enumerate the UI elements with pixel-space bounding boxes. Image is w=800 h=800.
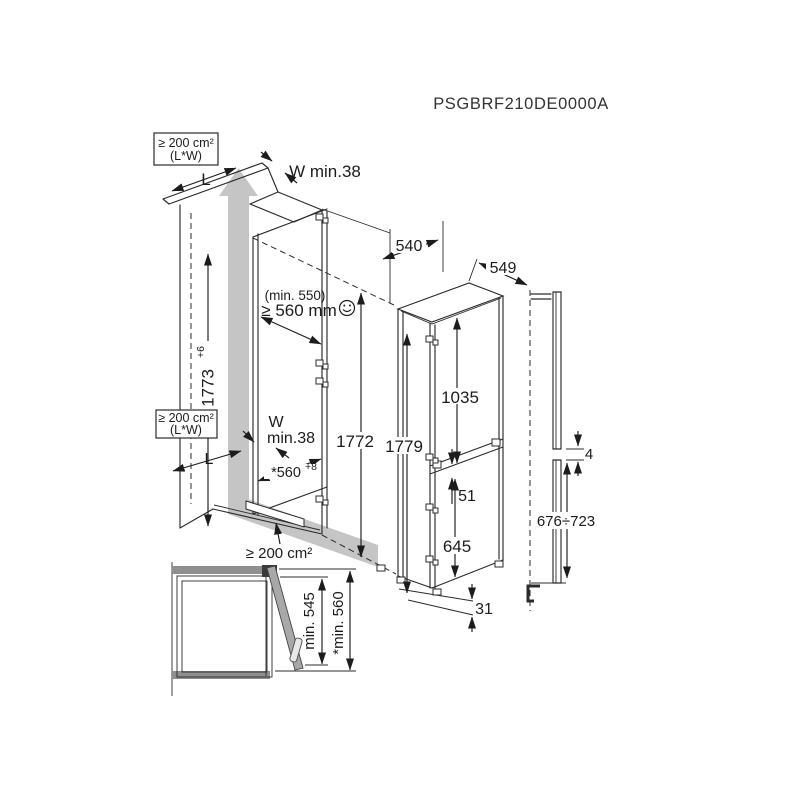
base-depth-dim: *560 [271,465,301,481]
hinge-icon [315,213,329,506]
appliance-depth-dim: 549 [490,260,517,277]
appliance-drawing: 540 549 1779 1035 51 645 31 [376,221,528,632]
depth-required: ≥ 560 mm [261,301,336,320]
mid-vent-line2: (L*W) [170,423,202,437]
base-depth-tolerance: +8 [305,461,317,473]
top-vent-line1: ≥ 200 cm² [158,136,214,150]
hinge-icon [425,335,439,566]
top-depth-label: L [201,170,210,189]
plan-depth-min-dim: min. 545 [301,592,318,650]
door-handle-icon [289,637,303,663]
lower-door-dim: 645 [443,537,471,556]
mid-vent-line1: ≥ 200 cm² [158,411,214,425]
base-vent-slot [245,500,305,528]
depth-note: (min. 550) [265,288,326,303]
niche-height-tolerance: +6 [195,346,207,358]
appliance-width-dim: 540 [396,238,423,255]
mid-gap-dim: 51 [458,488,476,505]
rail-bracket-icon [491,438,501,447]
airflow-arrow-icon [219,168,378,567]
appliance-feet [376,560,504,596]
top-vent-area-box: ≥ 200 cm² (L*W) [153,132,219,166]
base-depth-label: L [205,451,214,468]
gap-value: min.38 [267,430,315,447]
plan-view: min. 545 *min. 560 [171,562,356,696]
cabinet-side-wall [172,671,270,679]
lower-panel-range-dim: 676÷723 [537,513,595,530]
upper-door-dim: 1035 [441,388,479,407]
gap-letter: W [268,414,284,431]
mid-vent-area-box: ≥ 200 cm² (L*W) [155,409,218,439]
model-number: PSGBRF210DE0000A [433,95,609,113]
base-vent-label: ≥ 200 cm² [246,545,313,562]
niche-height-dim: 1773 [198,369,217,407]
plan-depth-with-wall-dim: *min. 560 [330,591,347,654]
top-gap-label: W min.38 [289,162,361,181]
appliance-height-dim: 1779 [385,437,423,456]
smiley-icon [338,299,356,317]
floor-gap-dim: 31 [475,601,493,618]
top-vent-line2: (L*W) [170,149,202,163]
panel-gap-dim: 4 [585,446,593,463]
niche-drawing: ≥ 200 cm² (L*W) L W min.38 1773 +6 (min.… [153,132,397,575]
door-panel-side-view: 4 676÷723 [526,290,598,611]
inner-height-dim: 1772 [336,432,374,451]
cabinet-side-wall [172,566,277,574]
